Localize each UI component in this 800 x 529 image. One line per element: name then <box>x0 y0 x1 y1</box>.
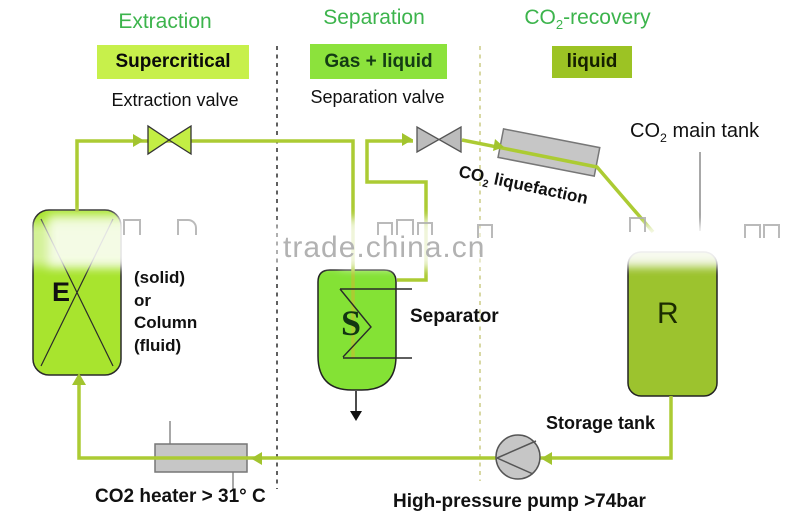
arrow-on-liquefaction-line <box>493 139 504 151</box>
pipe-recovery-to-heater-to-extractor <box>77 384 673 460</box>
co2-prefix: CO <box>524 6 556 29</box>
watermark-glyph <box>744 224 761 238</box>
extractor-note-line: (solid) <box>134 268 185 287</box>
arrow-up-into-extractor <box>72 373 86 385</box>
arrow-right-before-separation-valve <box>402 133 413 146</box>
section-header-extraction: Extraction <box>118 10 212 33</box>
co2-prefix: CO <box>630 120 660 142</box>
co2-subscript: 2 <box>660 131 667 145</box>
heater-label: CO2 heater > 31° C <box>95 486 266 507</box>
watermark-halo-tank <box>612 227 732 265</box>
watermark-text: trade.china.cn <box>283 231 486 264</box>
separator-coil <box>339 288 412 359</box>
pipe-valve-to-recovery-tank <box>461 138 655 234</box>
pipe-separator-to-valve <box>365 139 428 282</box>
watermark-glyph <box>477 224 493 238</box>
arrow-right-before-extraction-valve <box>133 134 144 147</box>
extractor-letter: E <box>52 277 71 307</box>
separator-letter: S <box>341 303 362 343</box>
watermark-glyph <box>629 217 646 232</box>
separator-bottom-outlet-arrow <box>350 391 362 421</box>
phase-box-supercritical: Supercritical <box>97 45 249 79</box>
watermark-glyph <box>417 222 433 235</box>
main-tank-suffix: main tank <box>666 120 760 142</box>
watermark-glyph <box>177 219 197 235</box>
section-header-co2-recovery: CO2-recovery <box>505 6 670 33</box>
high-pressure-pump <box>495 434 541 480</box>
watermark-glyph <box>396 219 414 235</box>
arrow-left-into-heater <box>251 452 262 465</box>
main-tank-label: CO2 main tank <box>630 120 760 145</box>
separator-vessel <box>317 269 397 391</box>
separation-valve <box>416 125 462 154</box>
co2-liquefaction-exchanger <box>497 128 601 177</box>
co2-heater-exchanger <box>154 421 248 491</box>
watermark-halo-separator <box>340 218 440 268</box>
watermark-glyph <box>377 222 393 235</box>
phase-box-liquid: liquid <box>552 46 632 78</box>
section-header-separation: Separation <box>323 6 425 29</box>
extractor-note: (solid) or Column (fluid) <box>134 267 197 357</box>
watermark-glyph <box>763 224 780 238</box>
pump-label: High-pressure pump >74bar <box>393 491 646 512</box>
extraction-valve-label: Extraction valve <box>111 90 239 110</box>
separation-valve-label: Separation valve <box>310 87 445 107</box>
extraction-valve <box>147 124 192 156</box>
arrow-left-into-pump <box>541 452 552 465</box>
storage-tank-label: Storage tank <box>546 413 656 433</box>
extractor-note-line: Column <box>134 313 198 332</box>
separator-label: Separator <box>410 306 499 327</box>
recovery-suffix: -recovery <box>563 6 651 29</box>
co2-subscript: 2 <box>555 17 564 33</box>
recovery-tank-letter: R <box>657 297 679 330</box>
flow-arrows <box>72 133 552 465</box>
extractor-note-line: or <box>134 290 151 310</box>
phase-box-gas-liquid: Gas + liquid <box>310 44 447 79</box>
watermark-glyph <box>123 219 141 235</box>
extractor-note-line: (fluid) <box>134 335 182 355</box>
